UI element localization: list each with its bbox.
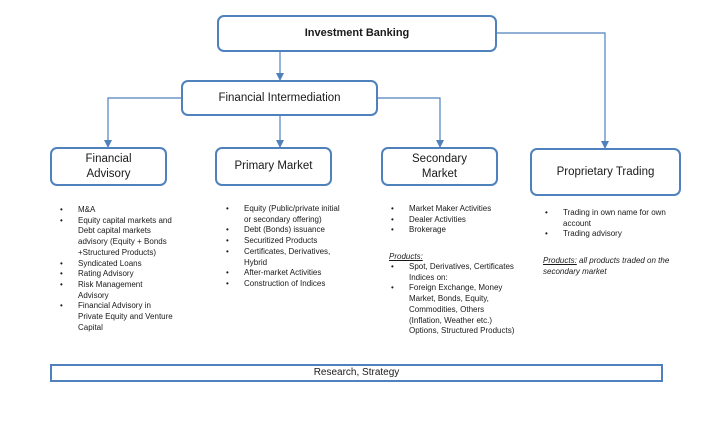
node-secondary-market: Secondary Market: [381, 147, 498, 186]
list-item: Trading in own name for own account: [541, 208, 676, 229]
proprietary-products-note-text: all products traded on the secondary mar…: [543, 256, 670, 276]
list-item: Securitized Products: [222, 236, 342, 247]
list-item: Debt (Bonds) issuance: [222, 225, 342, 236]
list-item: Dealer Activities: [387, 215, 517, 226]
research-strategy-label: Research, Strategy: [313, 367, 400, 378]
edge-intermediation-to-secondary-market: [378, 97, 444, 148]
secondary-products-label-text: Products:: [389, 252, 423, 261]
research-strategy-bar: Research, Strategy: [50, 364, 663, 382]
proprietary-products-note: Products: all products traded on the sec…: [543, 256, 683, 277]
secondary-products-label: Products:: [389, 252, 423, 263]
secondary-market-list: Market Maker Activities Dealer Activitie…: [387, 204, 517, 236]
list-item: Rating Advisory: [56, 269, 174, 280]
node-financial-advisory-label: Financial Advisory: [85, 153, 132, 180]
node-proprietary-trading-label: Proprietary Trading: [556, 165, 655, 178]
financial-advisory-list: M&A Equity capital markets and Debt capi…: [56, 205, 174, 333]
list-item: M&A: [56, 205, 174, 216]
list-item: Risk Management Advisory: [56, 280, 174, 301]
node-financial-intermediation: Financial Intermediation: [181, 80, 378, 116]
edge-intermediation-to-financial-advisory: [104, 97, 181, 148]
list-item: Market Maker Activities: [387, 204, 517, 215]
list-item: Foreign Exchange, Money Market, Bonds, E…: [387, 283, 517, 337]
list-item: Spot, Derivatives, Certificates Indices …: [387, 262, 517, 283]
node-primary-market: Primary Market: [215, 147, 332, 186]
node-investment-banking-label: Investment Banking: [304, 26, 410, 39]
node-financial-intermediation-label: Financial Intermediation: [218, 91, 341, 104]
list-item: Construction of Indices: [222, 279, 342, 290]
list-item: Trading advisory: [541, 229, 676, 240]
list-item: Equity capital markets and Debt capital …: [56, 216, 174, 259]
proprietary-products-note-label: Products:: [543, 256, 577, 265]
proprietary-trading-list: Trading in own name for own account Trad…: [541, 208, 676, 240]
secondary-products-list: Spot, Derivatives, Certificates Indices …: [387, 262, 517, 337]
primary-market-list: Equity (Public/private initial or second…: [222, 204, 342, 290]
list-item: Brokerage: [387, 225, 517, 236]
node-secondary-market-label: Secondary Market: [412, 153, 467, 180]
edge-root-to-proprietary-trading: [497, 32, 609, 149]
node-proprietary-trading: Proprietary Trading: [530, 148, 681, 196]
list-item: Certificates, Derivatives, Hybrid: [222, 247, 342, 268]
node-financial-advisory: Financial Advisory: [50, 147, 167, 186]
list-item: Financial Advisory in Private Equity and…: [56, 301, 174, 333]
node-investment-banking: Investment Banking: [217, 15, 497, 52]
list-item: Syndicated Loans: [56, 259, 174, 270]
list-item: Equity (Public/private initial or second…: [222, 204, 342, 225]
node-primary-market-label: Primary Market: [234, 160, 313, 173]
list-item: After-market Activities: [222, 268, 342, 279]
